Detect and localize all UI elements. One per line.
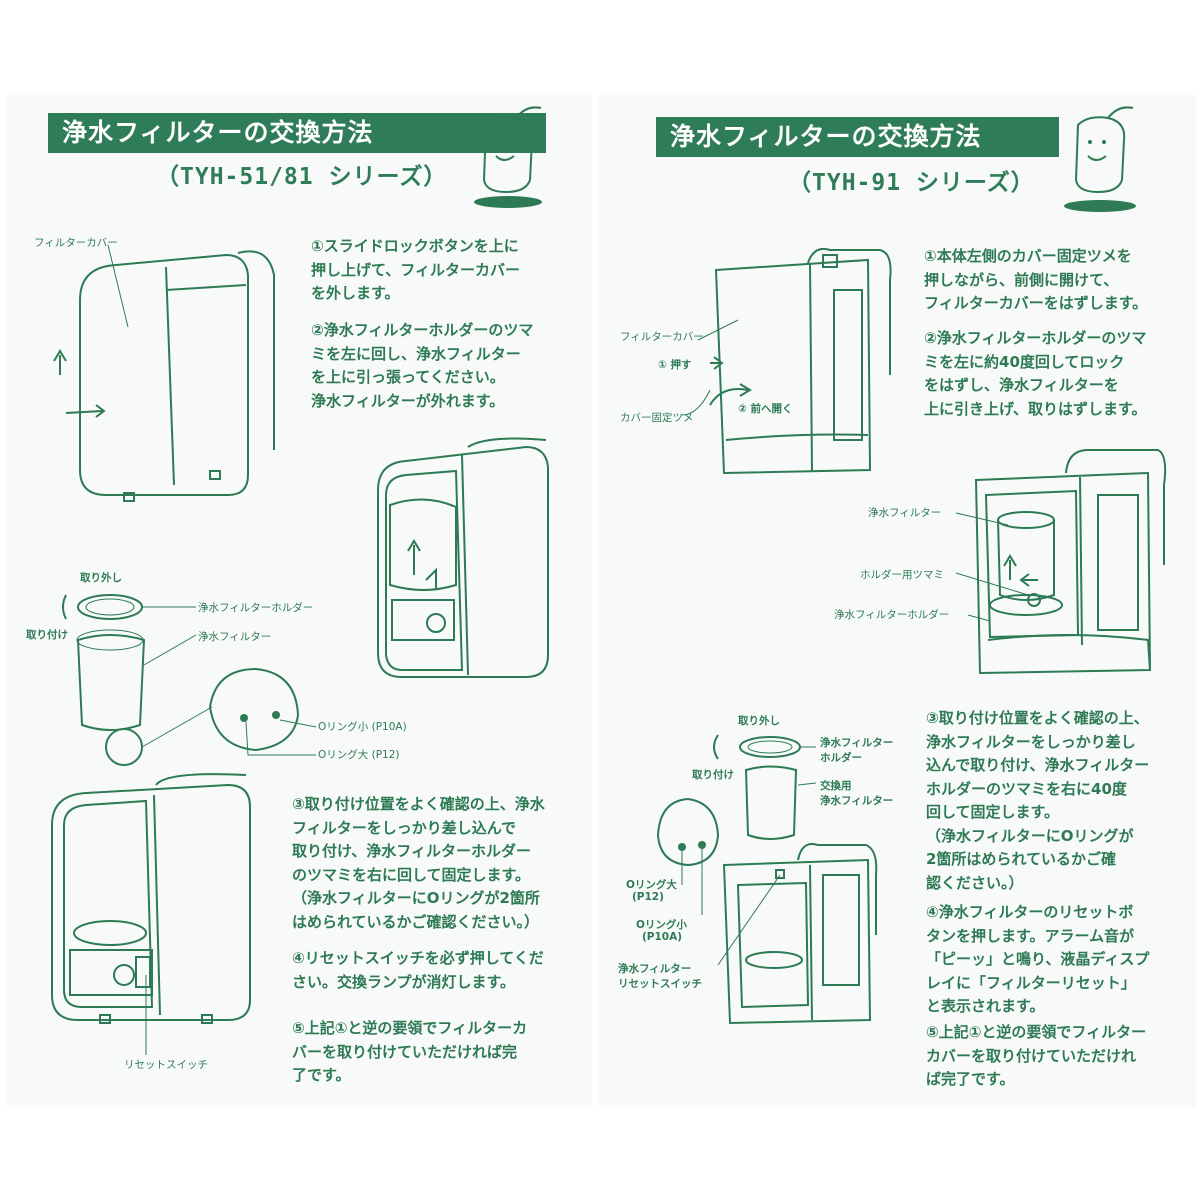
label-holder-knob: ホルダー用ツマミ [860,569,944,581]
label-filter: 浄水フィルター [198,631,272,643]
left-page: 浄水フィルターの交換方法 （TYH-51/81 シリーズ） フィルターカバー [6,95,592,1107]
left-step-5: ⑤上記①と逆の要領でフィルターカバーを取り付けていただければ完了です。 [292,1019,528,1084]
mascot-illustration [1064,106,1136,212]
label-oring-large-a: Oリング大 [626,879,677,891]
label-oring-small: Oリング小 (P10A) [318,721,407,733]
label-filter-holder: 浄水フィルターホルダー [834,609,950,621]
label-replace-b: 浄水フィルター [820,795,894,807]
label-filter-cover: フィルターカバー [34,237,118,249]
label-oring-large: Oリング大 (P12) [318,749,400,761]
right-title-banner: 浄水フィルターの交換方法 [656,117,1059,157]
label-attach: 取り付け [692,769,734,781]
right-page: 浄水フィルターの交換方法 （TYH-91 シリーズ） フィルターカバー ① 押す… [598,95,1196,1107]
label-open-front: ② 前へ開く [738,403,793,415]
right-step-2: ②浄水フィルターホルダーのツマミを左に約40度回してロックをはずし、浄水フィルタ… [924,329,1147,418]
left-step-2: ②浄水フィルターホルダーのツマミを左に回し、浄水フィルターを上に引っ張ってくださ… [311,321,534,410]
label-oring-small-a: Oリング小 [636,919,687,931]
left-series-label: （TYH-51/81 シリーズ） [156,164,448,190]
right-step-5: ⑤上記①と逆の要領でフィルターカバーを取り付けていただければ完了です。 [926,1023,1147,1088]
left-title-banner: 浄水フィルターの交換方法 [48,113,546,153]
label-remove: 取り外し [80,572,122,584]
left-step-4: ④リセットスイッチを必ず押してください。交換ランプが消灯します。 [292,949,544,991]
mascot-illustration [474,106,542,208]
left-step-3: ③取り付け位置をよく確認の上、浄水フィルターをしっかり差し込んで取り付け、浄水フ… [292,795,545,931]
label-oring-large-b: (P12) [632,891,664,903]
right-step-3: ③取り付け位置をよく確認の上、浄水フィルターをしっかり差し込んで取り付け、浄水フ… [926,709,1150,892]
unit-illustration-open [377,437,549,678]
right-series-label: （TYH-91 シリーズ） [788,170,1035,196]
label-filter-cover: フィルターカバー [620,331,704,343]
right-step-1: ①本体左側のカバー固定ツメを押しながら、前側に開けて、フィルターカバーをはずしま… [924,247,1148,312]
label-attach: 取り付け [26,629,68,641]
label-remove: 取り外し [738,715,780,727]
label-cover-claw: カバー固定ツメ [620,412,694,424]
label-holder-a: 浄水フィルター [820,737,894,749]
label-filter-holder: 浄水フィルターホルダー [198,602,314,614]
unit-illustration-installed [51,773,251,1055]
label-holder-b: ホルダー [820,752,862,764]
label-replace-a: 交換用 [820,780,852,792]
label-reset-a: 浄水フィルター [618,963,692,975]
right-step-4: ④浄水フィルターのリセットボタンを押します。アラーム音が「ピーッ」と鳴り、液晶デ… [926,903,1150,1015]
label-reset-switch: リセットスイッチ [124,1059,208,1071]
label-reset-b: リセットスイッチ [618,978,702,990]
label-push: ① 押す [658,359,692,371]
unit-illustration-cover [53,244,275,502]
filter-holder-diagram [62,594,317,766]
unit-illustration-cover [681,247,892,475]
filter-holder-diagram [656,734,878,1025]
label-filter: 浄水フィルター [868,507,942,519]
left-step-1: ①スライドロックボタンを上に押し上げて、フィルターカバーを外します。 [311,237,520,302]
unit-illustration-open [955,449,1167,675]
label-oring-small-b: (P10A) [642,931,683,943]
